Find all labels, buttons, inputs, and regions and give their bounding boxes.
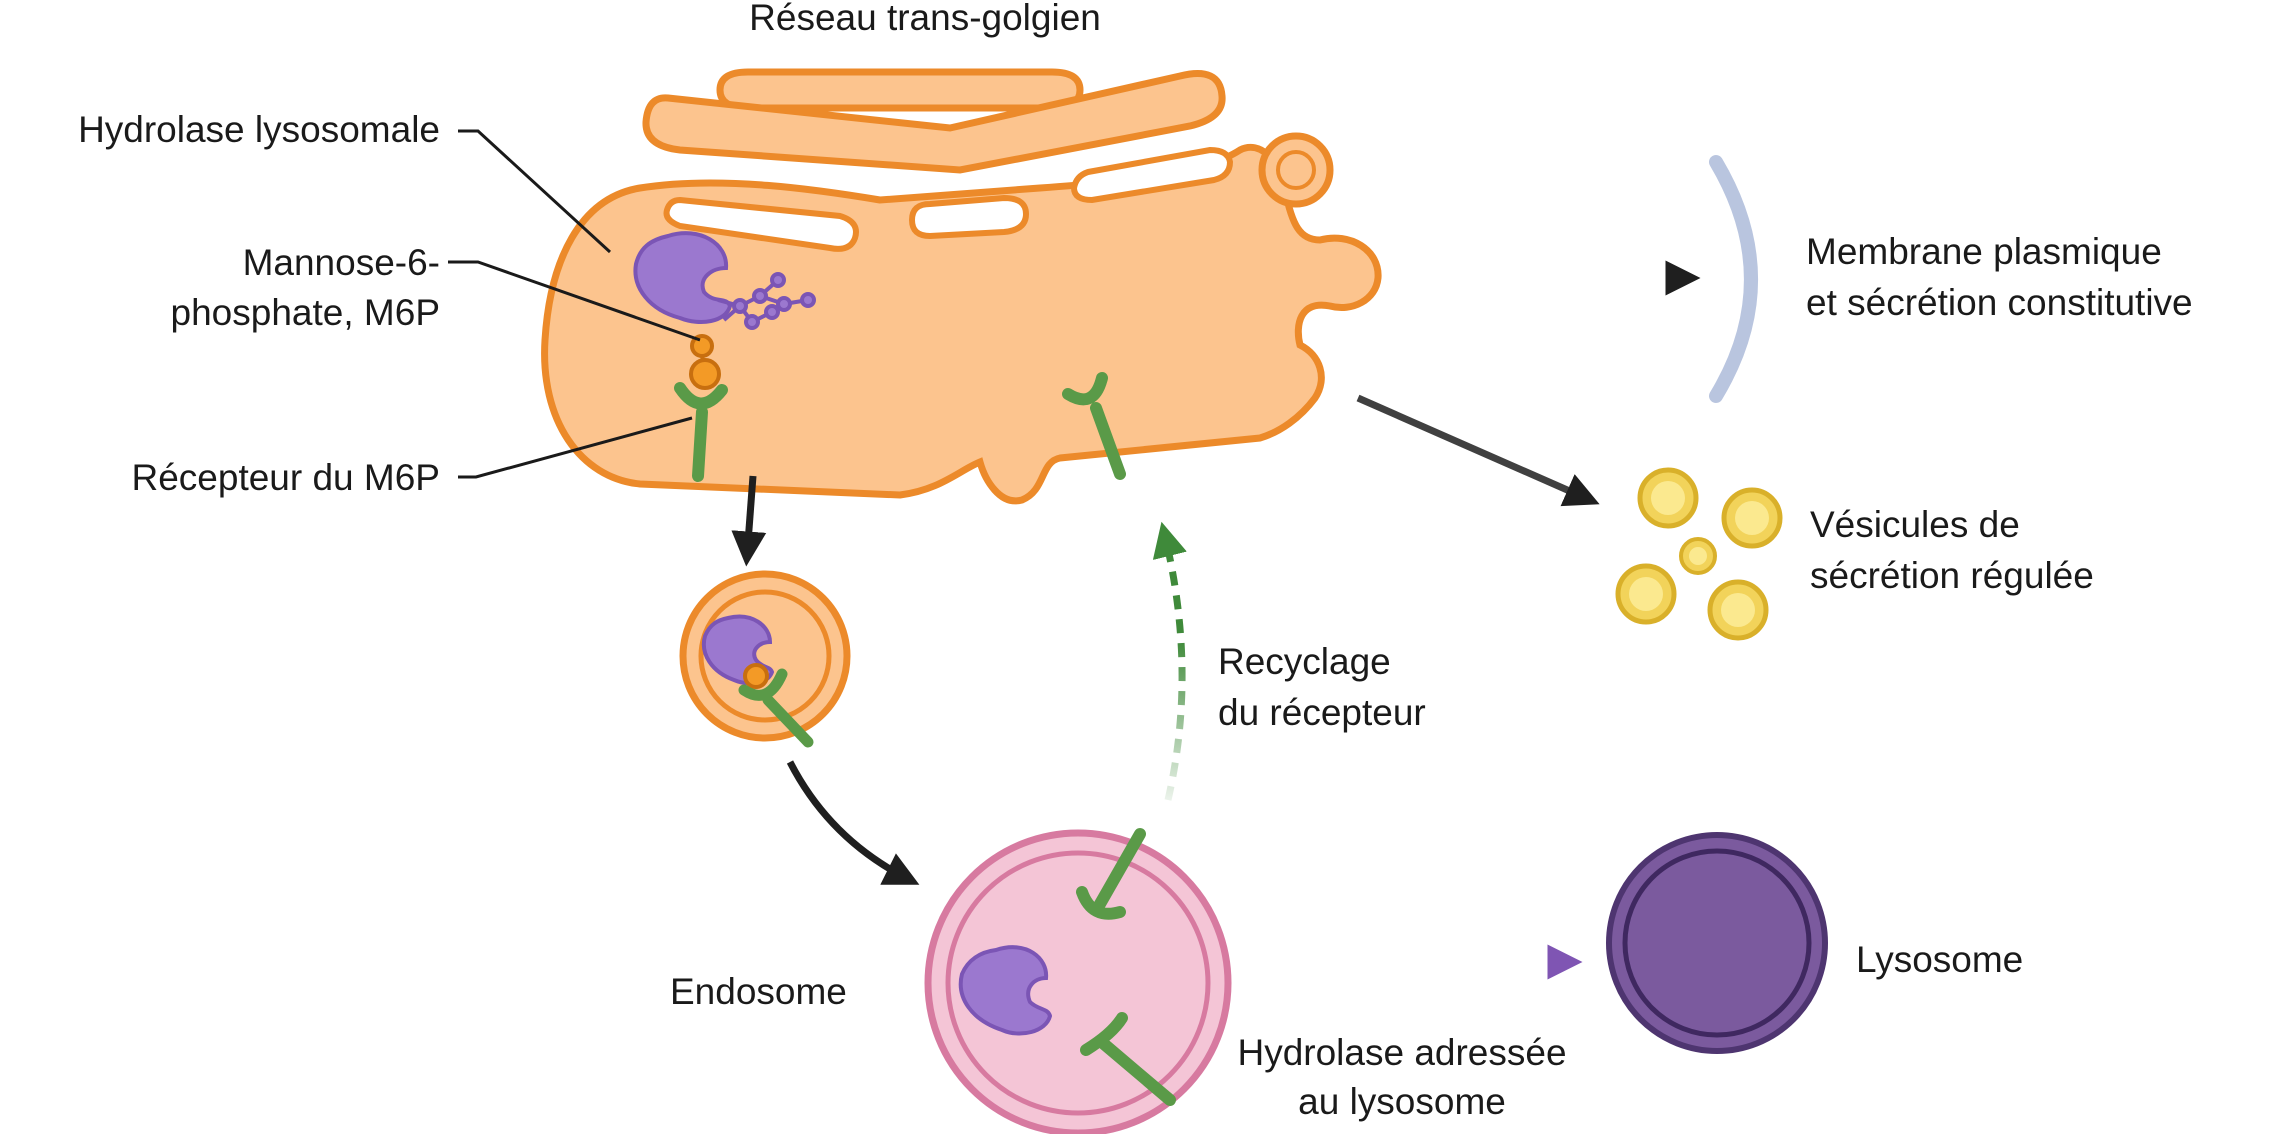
arrow-golgi-to-vesicle [731,475,767,567]
trans-golgi-network [541,68,1382,505]
label-trans-golgi-network: Réseau trans-golgien [749,0,1101,38]
m6p-oligosaccharide-chain [717,272,816,330]
label-secretory-vesicles-line2: sécrétion régulée [1810,555,2094,596]
golgi-cisterna-top [716,68,1084,112]
endosome-receptor-top [1076,828,1146,920]
label-lysosome: Lysosome [1856,939,2023,980]
label-targeted-hydrolase-line1: Hydrolase adressée [1237,1032,1566,1073]
endosome [924,828,1232,1134]
golgi-vesicle-bud-top [1258,132,1334,208]
golgi-cisterna-middle [642,70,1226,174]
golgi-vesicle-bud-top-inner [1276,150,1316,190]
regulated-secretory-vesicles [1615,467,1783,641]
m6p-receptor-golgi-right [1062,372,1126,480]
lysosome [1606,832,1828,1054]
transport-vesicle [679,570,851,748]
leader-lines [448,129,701,479]
leader-receptor [458,416,693,479]
golgi-lumen-slot-1 [663,196,859,252]
arrow-receptor-recycling [1152,521,1187,801]
label-receptor-recycling-line1: Recyclage [1218,641,1391,682]
endosome-receptor-bottom [1080,1012,1176,1106]
m6p-ligand [689,358,721,390]
leader-hydrolase [458,129,612,254]
label-lysosomal-hydrolase: Hydrolase lysosomale [78,109,440,150]
label-secretory-vesicles-line1: Vésicules de [1810,504,2020,545]
plasma-membrane [1709,155,1758,403]
golgi-cargo-complex [633,231,1126,482]
hydrolase-enzyme [633,231,733,324]
golgi-lumen-slot-2 [908,194,1030,240]
golgi-lumen-slot-3 [1070,146,1234,204]
label-plasma-membrane-line2: et sécrétion constitutive [1806,282,2193,323]
label-targeted-hydrolase-line2: au lysosome [1298,1081,1506,1122]
label-plasma-membrane-line1: Membrane plasmique [1806,231,2162,272]
arrow-vesicle-to-endosome [786,760,920,885]
label-m6p-receptor: Récepteur du M6P [131,457,440,498]
label-endosome: Endosome [670,971,847,1012]
arrows [731,260,1701,980]
label-m6p-line2: phosphate, M6P [171,292,440,333]
m6p-receptor-golgi-left [674,382,728,482]
endosome-hydrolase [958,945,1053,1036]
label-receptor-recycling-line2: du récepteur [1218,692,1426,733]
leader-m6p [448,260,701,342]
vesicle-receptor [738,668,814,748]
arrow-to-secretory-vesicles [1356,394,1600,507]
label-m6p-line1: Mannose-6- [243,242,440,283]
